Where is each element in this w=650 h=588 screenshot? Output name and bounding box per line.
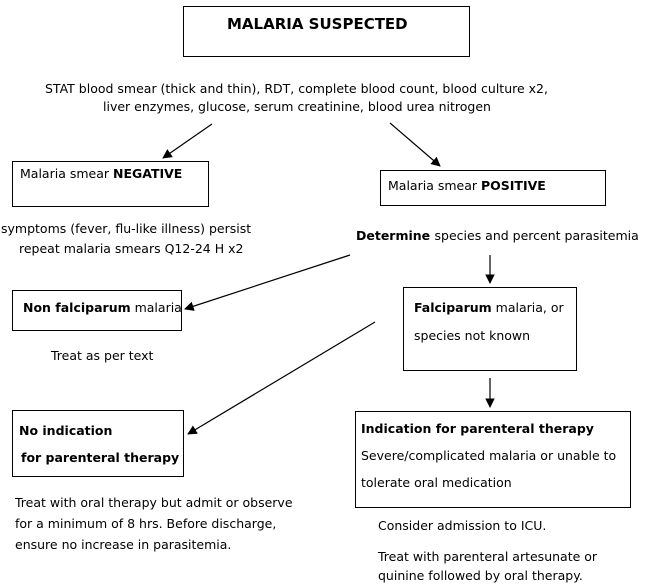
no-indication-line-1: No indication <box>19 423 113 438</box>
smear-positive-prefix: Malaria smear <box>388 178 481 193</box>
falciparum-rest: malaria, or <box>491 300 564 315</box>
smear-positive-label: Malaria smear POSITIVE <box>388 178 546 193</box>
negative-note-2: repeat malaria smears Q12-24 H x2 <box>19 241 244 256</box>
non-falciparum-box <box>12 290 182 331</box>
arrow-to-positive <box>389 122 441 167</box>
smear-negative-bold: NEGATIVE <box>112 166 183 181</box>
indication-box <box>355 411 631 508</box>
oral-therapy-line-1: Treat with oral therapy but admit or obs… <box>15 495 293 510</box>
malaria-suspected-box <box>183 6 470 57</box>
non-falciparum-rest: malaria <box>130 300 182 315</box>
workup-line-1: STAT blood smear (thick and thin), RDT, … <box>45 81 548 96</box>
non-falciparum-treatment: Treat as per text <box>51 348 154 363</box>
indication-title: Indication for parenteral therapy <box>361 421 594 436</box>
icu-admission-note: Consider admission to ICU. <box>378 518 547 533</box>
arrow-to-non-falciparum <box>184 254 351 311</box>
falciparum-box <box>403 287 577 371</box>
malaria-suspected-title: MALARIA SUSPECTED <box>227 15 408 33</box>
parenteral-treatment-line-1: Treat with parenteral artesunate or <box>378 549 598 564</box>
determine-species-text: Determine species and percent parasitemi… <box>356 228 639 243</box>
negative-note-1: symptoms (fever, flu-like illness) persi… <box>1 221 252 236</box>
arrow-to-negative <box>162 123 213 159</box>
workup-line-2: liver enzymes, glucose, serum creatinine… <box>103 99 491 114</box>
falciparum-line-2: species not known <box>414 328 531 343</box>
indication-line-3: tolerate oral medication <box>361 475 512 490</box>
indication-line-2: Severe/complicated malaria or unable to <box>361 448 617 463</box>
smear-negative-prefix: Malaria smear <box>20 166 113 181</box>
smear-positive-bold: POSITIVE <box>480 178 546 193</box>
non-falciparum-label: Non falciparum malaria <box>23 300 182 315</box>
smear-positive-box <box>380 170 606 206</box>
determine-bold: Determine <box>356 228 435 243</box>
no-indication-box <box>12 410 184 477</box>
no-indication-line-2: for parenteral therapy <box>21 450 180 465</box>
oral-therapy-line-2: for a minimum of 8 hrs. Before discharge… <box>15 516 277 531</box>
determine-rest: species and percent parasitemia <box>434 228 639 243</box>
falciparum-label: Falciparum malaria, or <box>414 300 564 315</box>
non-falciparum-bold: Non falciparum <box>23 300 131 315</box>
smear-negative-label: Malaria smear NEGATIVE <box>20 166 183 181</box>
parenteral-treatment-line-2: quinine followed by oral therapy. <box>378 568 583 583</box>
smear-negative-box <box>12 161 209 207</box>
falciparum-bold: Falciparum <box>414 300 492 315</box>
arrow-to-no-indication <box>187 321 376 435</box>
oral-therapy-line-3: ensure no increase in parasitemia. <box>15 537 232 552</box>
